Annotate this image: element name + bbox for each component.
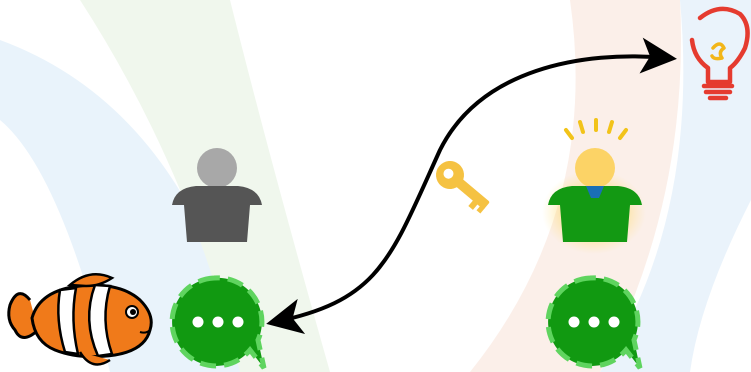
user-icon	[172, 148, 262, 242]
user-idea-icon	[542, 118, 646, 254]
connection-arrow	[266, 37, 677, 335]
lightbulb-icon	[689, 6, 750, 101]
clownfish-icon	[7, 273, 153, 366]
chat-bubble-icon-right	[545, 275, 643, 370]
chat-bubble-icon-left	[169, 275, 267, 370]
key-icon	[436, 161, 490, 214]
